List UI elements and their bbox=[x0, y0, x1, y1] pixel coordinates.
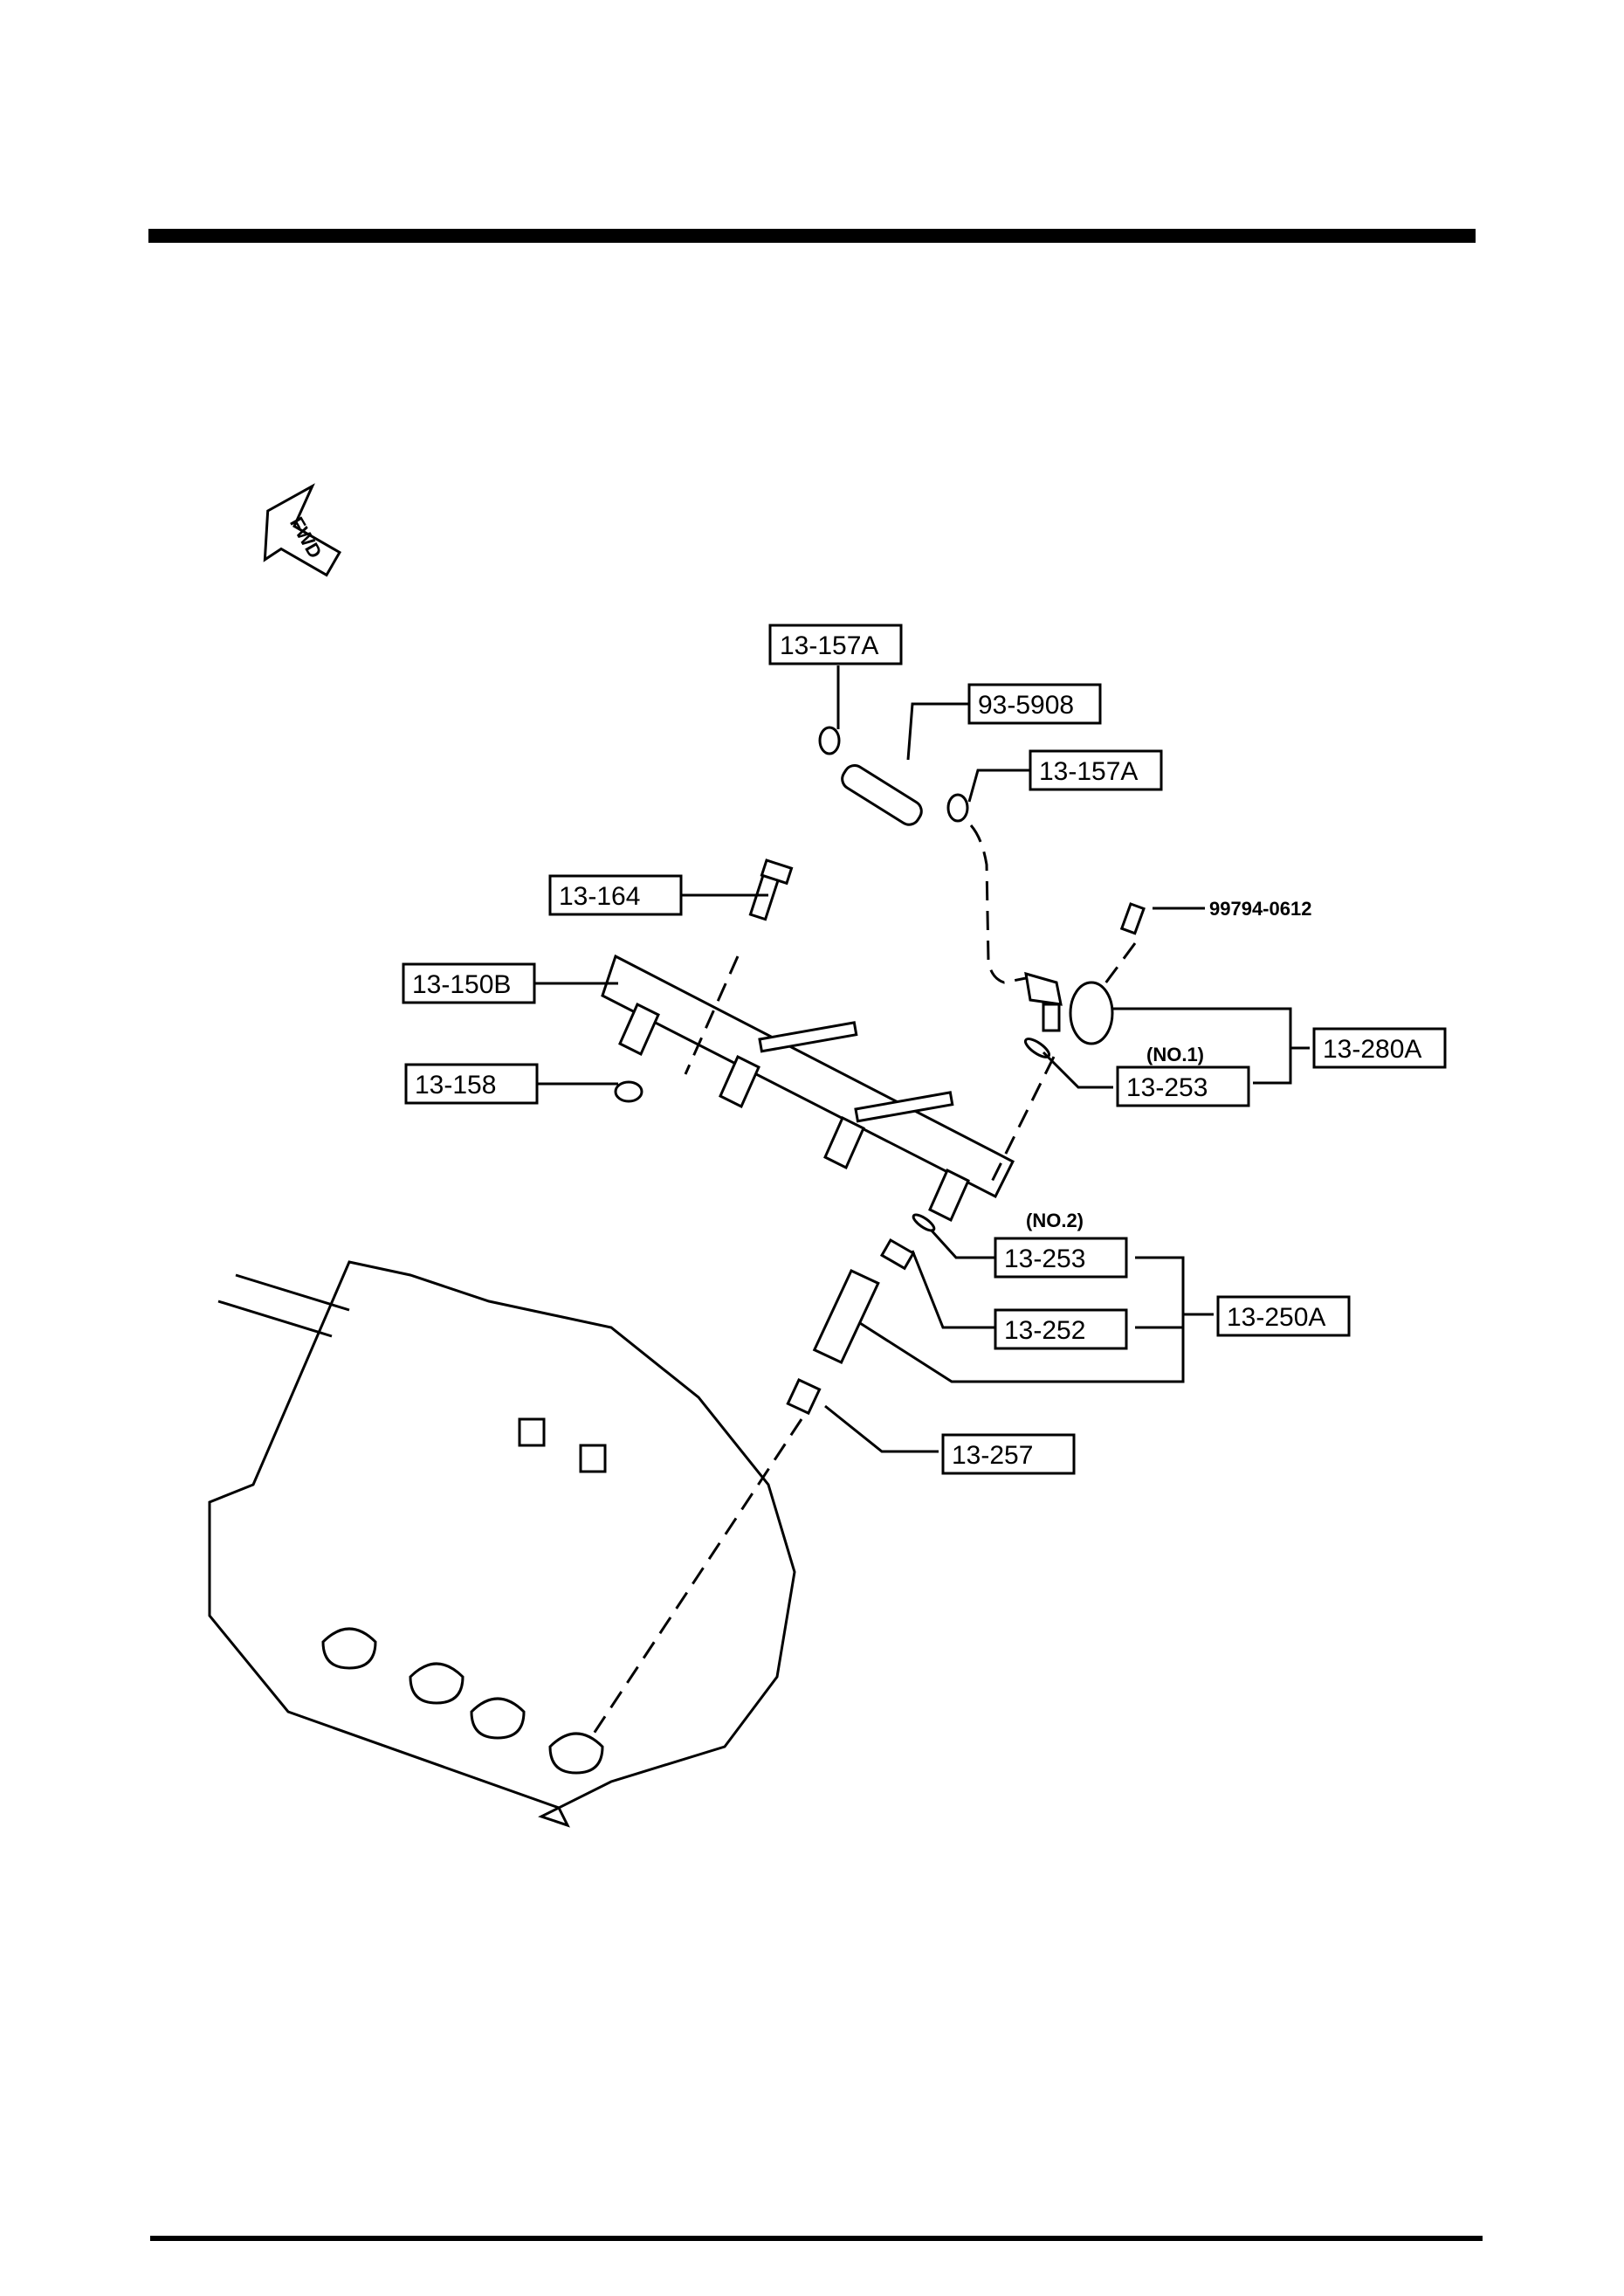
svg-text:13-158: 13-158 bbox=[415, 1071, 496, 1100]
callout-13-164[interactable]: 13-164 bbox=[548, 874, 683, 916]
svg-text:13-253: 13-253 bbox=[1004, 1245, 1085, 1273]
bolt-icon bbox=[748, 858, 794, 921]
svg-text:13-280A: 13-280A bbox=[1323, 1035, 1421, 1064]
injector-icon bbox=[812, 1269, 880, 1364]
callout-13-257[interactable]: 13-257 bbox=[941, 1433, 1076, 1475]
fwd-arrow-icon: FWD bbox=[263, 483, 342, 577]
svg-text:13-157A: 13-157A bbox=[780, 631, 878, 660]
callout-13-253-no1[interactable]: (NO.1) 13-253 bbox=[1116, 1044, 1250, 1107]
callout-13-157A-lower[interactable]: 13-157A bbox=[1029, 749, 1163, 791]
svg-text:13-252: 13-252 bbox=[1004, 1316, 1085, 1345]
svg-text:13-157A: 13-157A bbox=[1039, 757, 1138, 786]
callout-13-157A-upper[interactable]: 13-157A bbox=[768, 624, 903, 665]
callout-99794-0612[interactable]: 99794-0612 bbox=[1209, 898, 1311, 920]
fuel-rail-icon bbox=[601, 954, 1015, 1223]
pressure-regulator-icon bbox=[1024, 971, 1114, 1045]
svg-text:(NO.1): (NO.1) bbox=[1146, 1044, 1204, 1065]
svg-text:13-253: 13-253 bbox=[1126, 1073, 1208, 1102]
callout-13-158[interactable]: 13-158 bbox=[404, 1063, 539, 1105]
fuel-hose-icon bbox=[841, 764, 923, 826]
svg-text:93-5908: 93-5908 bbox=[978, 691, 1074, 720]
callout-13-280A[interactable]: 13-280A bbox=[1312, 1027, 1447, 1069]
svg-text:13-164: 13-164 bbox=[559, 882, 640, 911]
plug-icon bbox=[614, 1080, 643, 1103]
svg-text:13-257: 13-257 bbox=[952, 1441, 1033, 1470]
svg-text:13-150B: 13-150B bbox=[412, 970, 511, 999]
callout-13-252[interactable]: 13-252 bbox=[994, 1308, 1128, 1350]
insulator-icon bbox=[786, 1378, 822, 1416]
hose-clamp-icon bbox=[818, 726, 841, 755]
intake-manifold-icon bbox=[208, 1260, 796, 1828]
bottom-rule bbox=[150, 2236, 1483, 2241]
screw-icon bbox=[1119, 902, 1146, 935]
svg-text:13-250A: 13-250A bbox=[1227, 1303, 1325, 1332]
svg-text:99794-0612: 99794-0612 bbox=[1209, 898, 1311, 920]
top-rule bbox=[148, 229, 1476, 243]
grommet-icon bbox=[879, 1238, 916, 1271]
hose-clamp-icon bbox=[946, 793, 969, 823]
callout-13-253-no2[interactable]: (NO.2) 13-253 bbox=[994, 1210, 1128, 1279]
svg-text:(NO.2): (NO.2) bbox=[1026, 1210, 1084, 1231]
callout-13-150B[interactable]: 13-150B bbox=[402, 962, 536, 1004]
callout-93-5908[interactable]: 93-5908 bbox=[967, 683, 1102, 725]
o-ring-icon bbox=[912, 1213, 936, 1232]
callout-13-250A[interactable]: 13-250A bbox=[1216, 1295, 1351, 1337]
